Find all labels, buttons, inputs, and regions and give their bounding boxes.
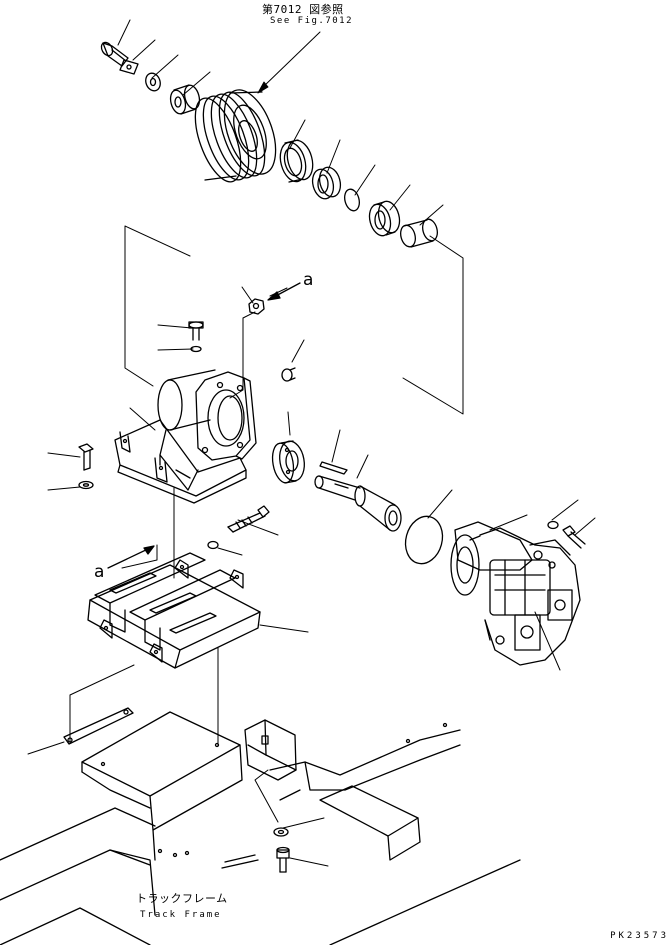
snap-ring <box>342 188 361 213</box>
long-bolt <box>228 506 269 532</box>
hydraulic-pump <box>451 522 580 665</box>
pump-bolt <box>563 526 585 548</box>
o-ring <box>400 512 447 568</box>
see-figure-reference-en: See Fig.7012 <box>270 16 354 26</box>
marker-arrows <box>108 283 300 568</box>
frame-washer <box>274 828 288 836</box>
support-bracket <box>88 553 260 668</box>
bolt-housing <box>189 322 203 340</box>
thrust-washer <box>143 71 162 93</box>
washer-housing <box>191 347 201 352</box>
bearing-3 <box>366 199 403 238</box>
bushing <box>398 218 439 249</box>
bolt-top <box>99 40 128 66</box>
washer-middle <box>208 542 218 549</box>
marker-a-lower: a <box>94 562 105 582</box>
bearing-2 <box>309 165 343 201</box>
see-figure-reference-jp: 第7012 図参照 <box>262 3 344 16</box>
key <box>320 462 347 474</box>
bearing-1 <box>276 138 317 185</box>
bracket-housing <box>115 370 256 503</box>
track-frame-label-en: Track Frame <box>140 910 222 920</box>
nut <box>249 299 264 314</box>
track-frame-label-jp: トラックフレーム <box>136 892 228 905</box>
strap-plate <box>64 708 133 744</box>
lock-plate <box>120 60 138 74</box>
marker-a-upper: a <box>303 270 314 290</box>
figure-number: PK23573 <box>610 931 669 941</box>
grease-fitting <box>282 368 295 381</box>
pulley <box>186 83 286 187</box>
spacer-collar <box>168 84 202 116</box>
bolt-left <box>79 444 93 470</box>
assembly-guide-lines <box>70 226 527 822</box>
coupling-hub <box>270 439 308 484</box>
pump-washer <box>548 522 558 529</box>
callout-leaders <box>28 20 595 866</box>
washer-left <box>79 482 93 489</box>
drive-shaft <box>315 476 401 531</box>
track-frame <box>0 712 520 945</box>
frame-bolt <box>277 848 289 873</box>
